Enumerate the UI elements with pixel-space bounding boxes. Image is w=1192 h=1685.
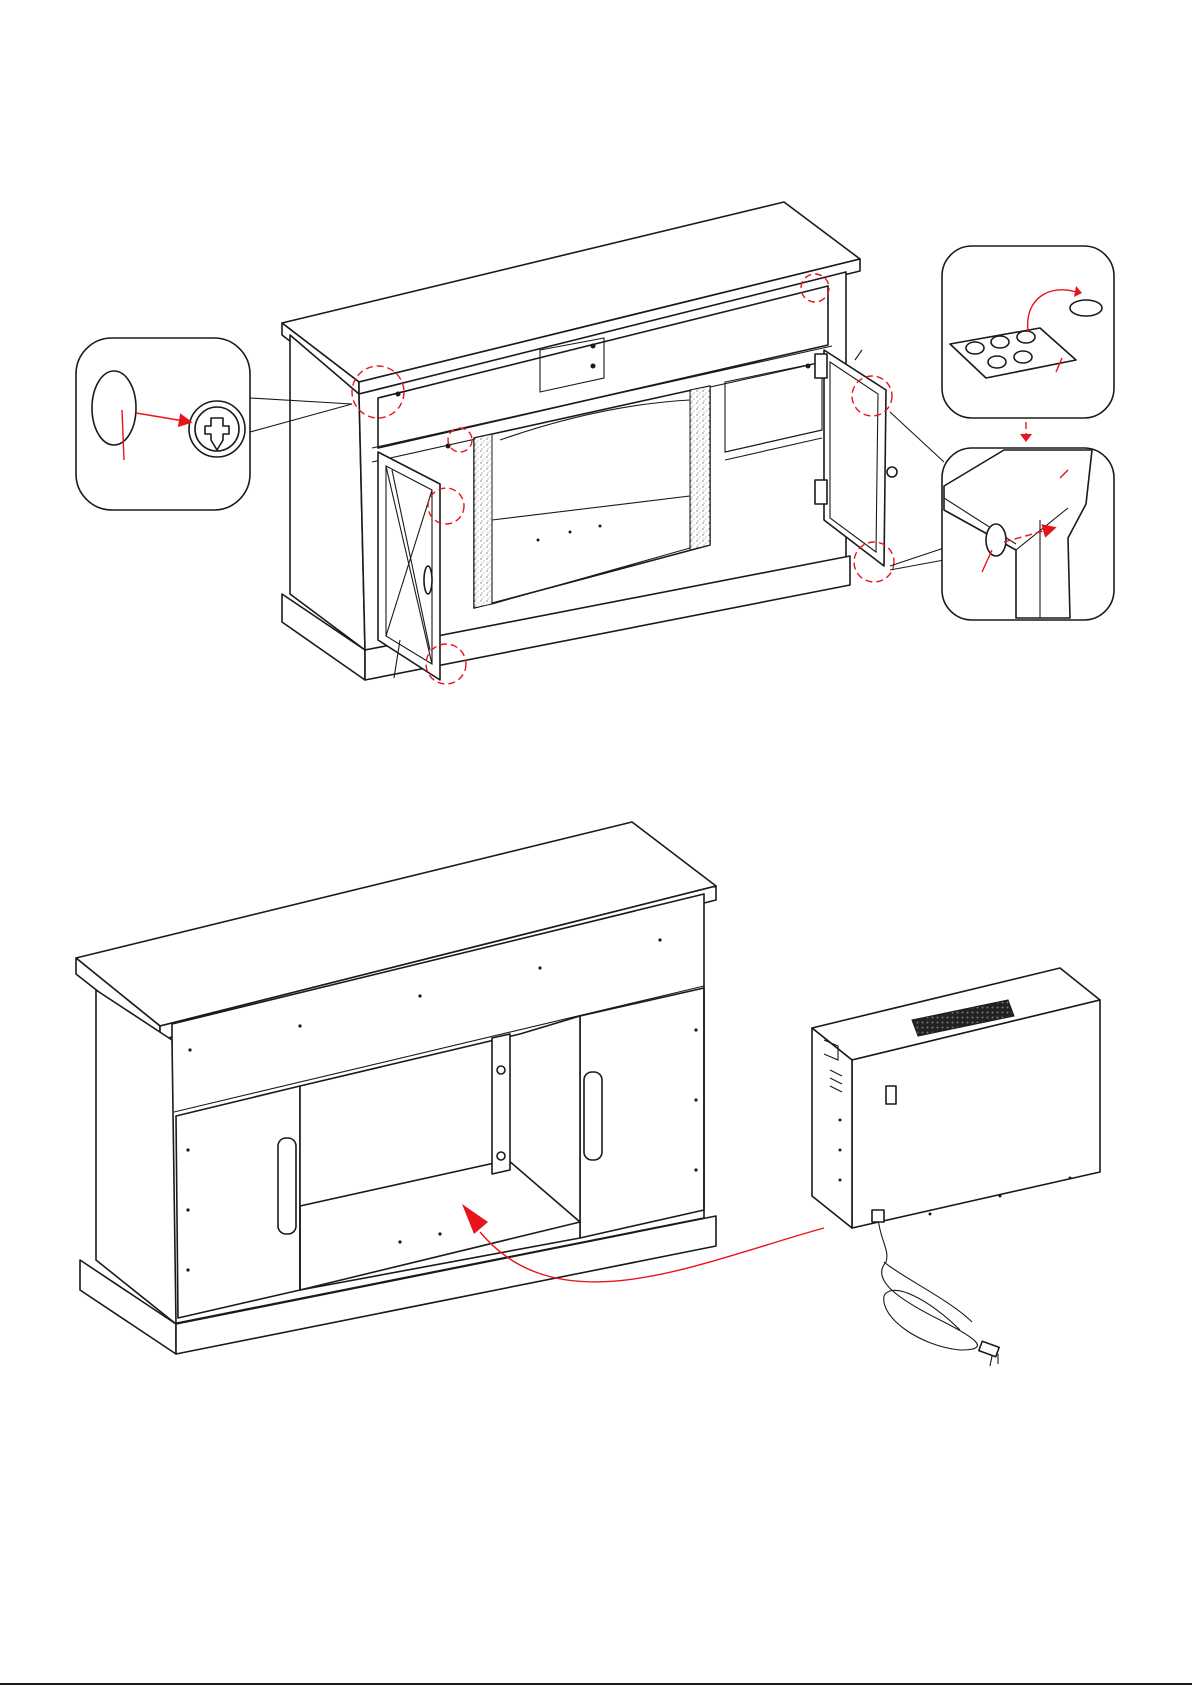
corner-felt-pad xyxy=(986,524,1006,556)
cover-cap-icon xyxy=(92,371,136,445)
left-cable-cutout xyxy=(278,1138,296,1234)
step-1-front-view xyxy=(250,202,944,684)
left-door-handle xyxy=(424,566,432,594)
right-cable-cutout xyxy=(584,1072,602,1160)
hinge-bottom xyxy=(815,480,827,504)
next-step-arrow xyxy=(1020,434,1032,442)
step-2-back-view xyxy=(76,822,716,1354)
power-plug-icon xyxy=(979,1341,999,1366)
fireplace-insert xyxy=(812,968,1100,1366)
hinge-top xyxy=(815,354,827,378)
power-cord xyxy=(878,1218,977,1350)
callout-felt-pad-sheet xyxy=(942,246,1114,442)
callout-door-corner xyxy=(942,448,1114,620)
back-cabinet-side xyxy=(96,990,176,1324)
felt-pad-icon xyxy=(1070,300,1102,316)
callout-screw-cap xyxy=(76,338,250,510)
